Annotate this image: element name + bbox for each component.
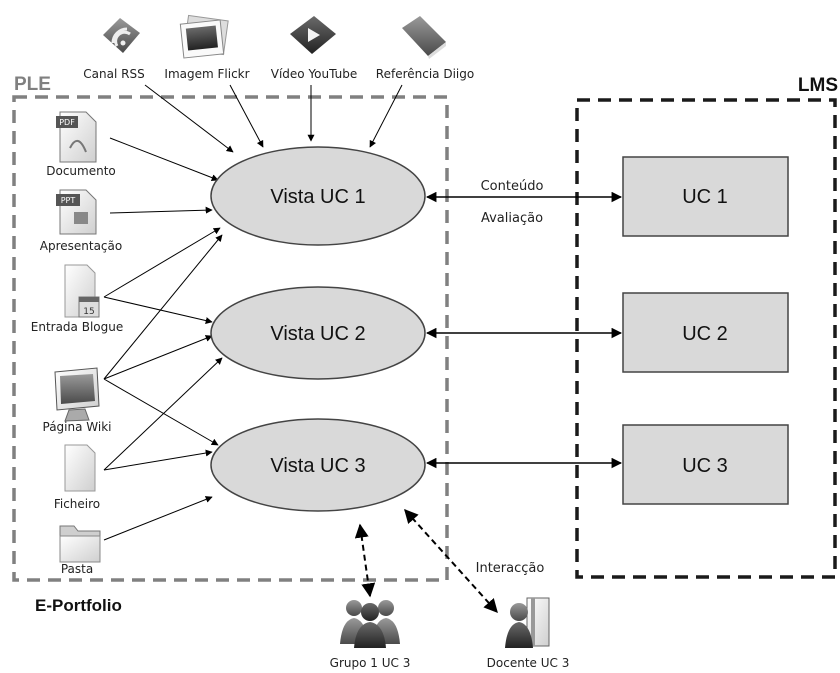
rss-icon (103, 18, 140, 53)
svg-text:PPT: PPT (61, 196, 76, 205)
vista-uc3-label: Vista UC 3 (270, 455, 365, 477)
eportfolio-title: E-Portfolio (35, 596, 122, 615)
avaliacao-label: Avaliação (481, 211, 543, 226)
ple-title: PLE (14, 74, 51, 95)
lms-title: LMS (798, 75, 838, 96)
source-arrows (144, 84, 403, 153)
video-icon (290, 16, 336, 54)
documento-label: Documento (46, 164, 116, 178)
teacher-book-icon (505, 597, 550, 648)
referencia-diigo-label: Referência Diigo (376, 67, 474, 81)
svg-text:PDF: PDF (59, 118, 75, 127)
apresentacao-label: Apresentação (40, 239, 122, 253)
video-youtube-label: Vídeo YouTube (271, 67, 358, 81)
photo-icon (179, 14, 229, 59)
uc3-label: UC 3 (682, 455, 728, 477)
view-uc-connectors (425, 191, 623, 469)
users-group-icon (340, 600, 400, 648)
vista-uc3-ellipse (210, 418, 426, 512)
uc2-label: UC 2 (682, 323, 728, 345)
conteudo-label: Conteúdo (481, 179, 544, 194)
file-icon (64, 444, 96, 492)
svg-text:15: 15 (83, 307, 94, 317)
lms-frame (575, 98, 837, 579)
uc1-label: UC 1 (682, 186, 728, 208)
grupo-label: Grupo 1 UC 3 (330, 656, 411, 670)
vista-uc1-ellipse (210, 146, 426, 246)
book-icon (402, 16, 446, 59)
vista-uc2-ellipse (210, 286, 426, 380)
vista-uc1-label: Vista UC 1 (270, 186, 365, 208)
vista-uc2-label: Vista UC 2 (270, 323, 365, 345)
pasta-label: Pasta (61, 562, 93, 576)
uc2-box (622, 292, 789, 373)
interaction-arrows (354, 508, 498, 614)
monitor-icon (54, 367, 100, 422)
pdf-icon: PDF (56, 111, 97, 163)
uc3-box (622, 424, 789, 505)
item-arrows (103, 137, 223, 541)
entrada-blogue-label: Entrada Blogue (31, 320, 123, 334)
imagem-flickr-label: Imagem Flickr (164, 67, 249, 81)
ficheiro-label: Ficheiro (54, 497, 100, 511)
folder-icon (59, 525, 101, 563)
docente-label: Docente UC 3 (487, 656, 570, 670)
blog-calendar-icon: 15 (64, 264, 100, 318)
uc1-box (622, 156, 789, 237)
pagina-wiki-label: Página Wiki (43, 420, 112, 434)
canal-rss-label: Canal RSS (83, 67, 144, 81)
ppt-icon: PPT (56, 189, 97, 235)
interaccao-label: Interacção (476, 561, 545, 576)
ple-frame (12, 95, 449, 582)
